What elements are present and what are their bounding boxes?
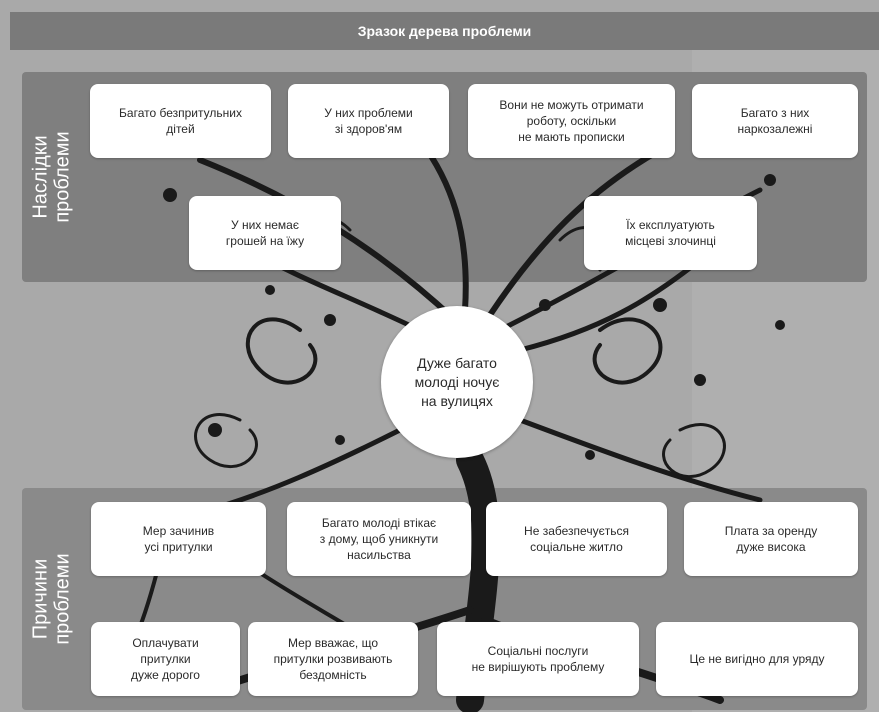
effect-box-4: Багато з них наркозалежні: [692, 84, 858, 158]
effect-box-5: У них немає грошей на їжу: [189, 196, 341, 270]
tree-leaf: [335, 435, 345, 445]
tree-leaf: [694, 374, 706, 386]
cause-box-4: Плата за оренду дуже висока: [684, 502, 858, 576]
tree-leaf: [324, 314, 336, 326]
cause-box-1: Мер зачинив усі притулки: [91, 502, 266, 576]
tree-curl: [592, 317, 663, 385]
tree-curl: [194, 413, 258, 468]
cause-box-6: Мер вважає, що притулки розвивають бездо…: [248, 622, 418, 696]
tree-branch: [517, 257, 703, 353]
cause-box-8: Це не вигідно для уряду: [656, 622, 858, 696]
effect-box-2: У них проблеми зі здоров'ям: [288, 84, 449, 158]
tree-leaf: [585, 450, 595, 460]
tree-leaf: [163, 188, 177, 202]
tree-branch: [417, 137, 469, 313]
tree-leaf: [764, 174, 776, 186]
core-problem: Дуже багато молоді ночує на вулицях: [381, 306, 533, 458]
effect-box-6: Їх експлуатують місцеві злочинці: [584, 196, 757, 270]
tree-leaf: [775, 320, 785, 330]
cause-box-5: Оплачувати притулки дуже дорого: [91, 622, 240, 696]
tree-curl: [662, 423, 726, 478]
effect-box-1: Багато безпритульних дітей: [90, 84, 271, 158]
cause-box-3: Не забезпечується соціальне житло: [486, 502, 667, 576]
diagram-title: Зразок дерева проблеми: [10, 12, 879, 50]
tree-leaf: [265, 285, 275, 295]
cause-box-7: Соціальні послуги не вирішують проблему: [437, 622, 639, 696]
tree-leaf: [539, 299, 551, 311]
tree-branch: [517, 417, 763, 503]
cause-box-2: Багато молоді втікає з дому, щоб уникнут…: [287, 502, 471, 576]
tree-leaf: [653, 298, 667, 312]
tree-leaf: [208, 423, 222, 437]
tree-curl: [245, 317, 318, 385]
effect-box-3: Вони не можуть отримати роботу, оскільки…: [468, 84, 675, 158]
tree-branch: [487, 147, 663, 318]
